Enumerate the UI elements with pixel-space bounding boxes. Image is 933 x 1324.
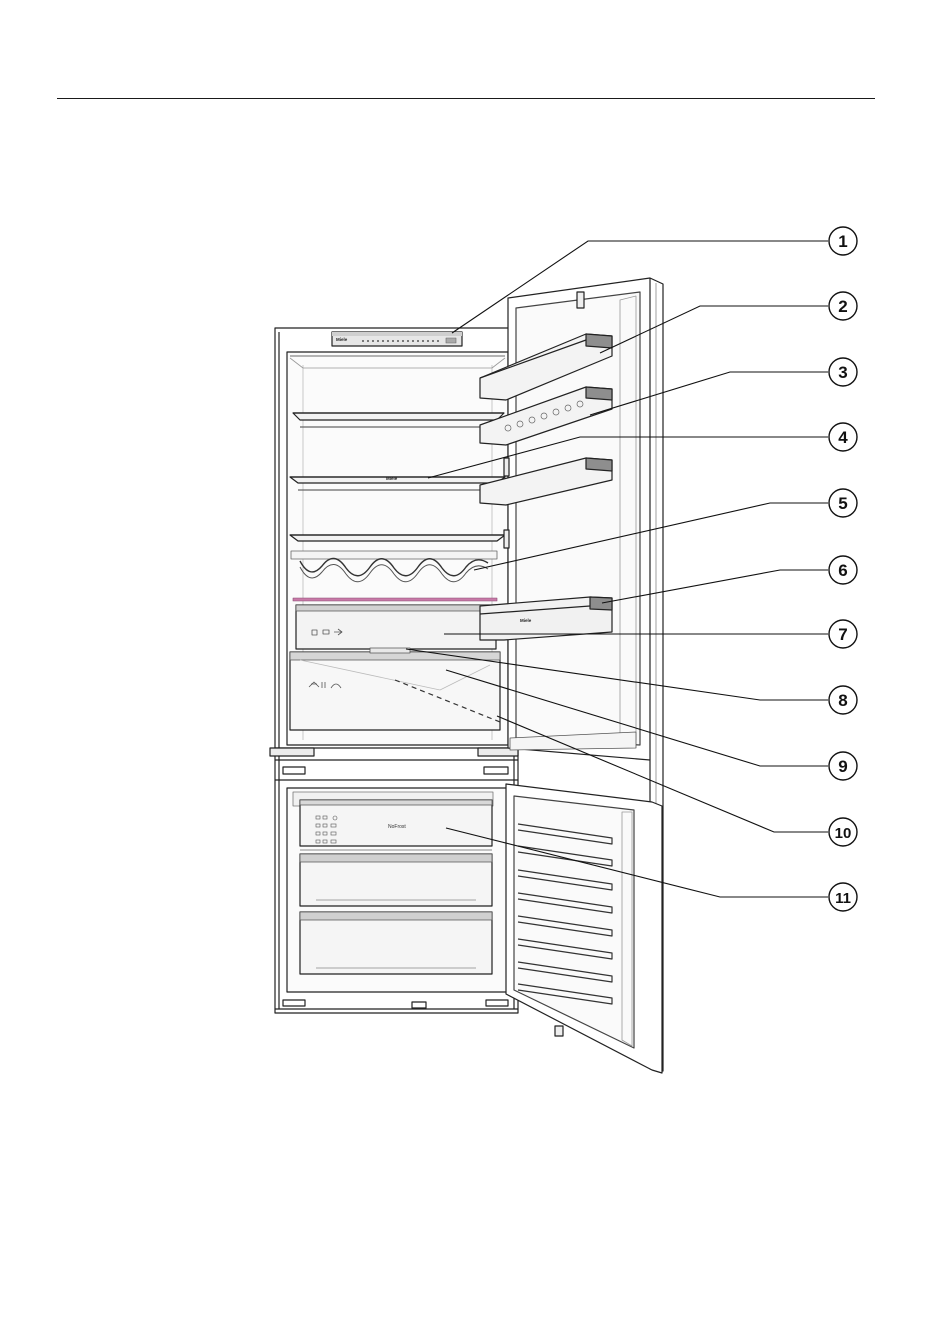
svg-text:7: 7: [838, 625, 847, 644]
svg-text:3: 3: [838, 363, 847, 382]
nofrost-label: NoFrost: [388, 824, 406, 830]
crisper-drawer-upper: [296, 605, 496, 649]
crisper-drawer-lower: [290, 648, 500, 730]
callout-3: 3: [829, 358, 857, 386]
svg-text:5: 5: [838, 494, 847, 513]
svg-text:6: 6: [838, 561, 847, 580]
svg-text:2: 2: [838, 297, 847, 316]
svg-text:11: 11: [835, 890, 851, 907]
callout-11: 11: [829, 883, 857, 911]
callout-5: 5: [829, 489, 857, 517]
svg-text:8: 8: [838, 691, 847, 710]
svg-text:4: 4: [838, 428, 848, 447]
callout-8: 8: [829, 686, 857, 714]
callout-6: 6: [829, 556, 857, 584]
freezer-drawer-2: [300, 854, 492, 906]
callout-markers: 1 2 3 4 5 6 7 8 9 10 11: [829, 227, 857, 911]
callout-7: 7: [829, 620, 857, 648]
callout-9: 9: [829, 752, 857, 780]
freezer-drawer-3: [300, 912, 492, 974]
control-panel-brand: Miele: [336, 337, 348, 342]
svg-text:1: 1: [838, 232, 847, 251]
svg-text:10: 10: [835, 825, 852, 842]
svg-text:9: 9: [838, 757, 847, 776]
shelf-brand: Miele: [386, 476, 398, 481]
control-panel: [332, 332, 462, 346]
callout-4: 4: [829, 423, 857, 451]
callout-2: 2: [829, 292, 857, 320]
glass-shelf-lower: [290, 535, 505, 541]
freezer-door: [506, 784, 662, 1073]
callout-10: 10: [829, 818, 857, 846]
callout-1: 1: [829, 227, 857, 255]
door-shelf-brand: Miele: [520, 618, 532, 623]
divider-strip: [293, 598, 497, 601]
